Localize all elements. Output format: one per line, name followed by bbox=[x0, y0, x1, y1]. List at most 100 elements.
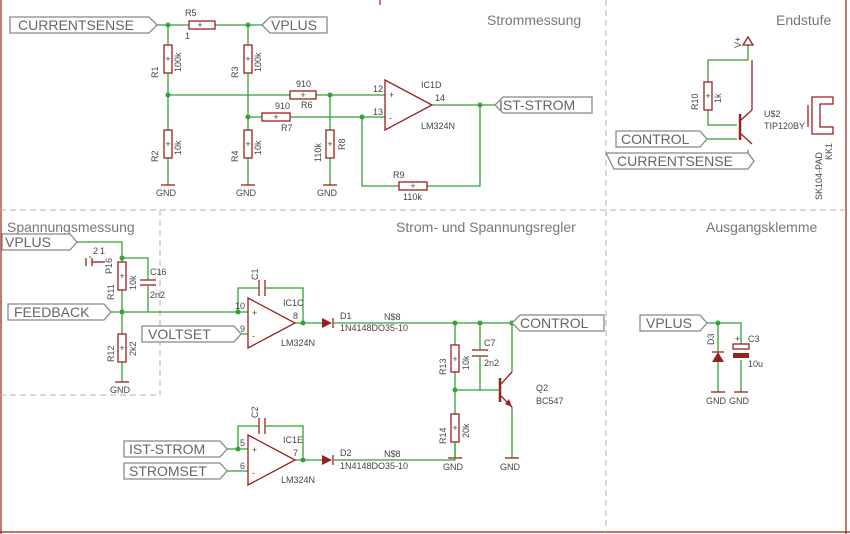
capacitor-c2: C2 bbox=[250, 406, 275, 434]
svg-text:R7: R7 bbox=[281, 123, 293, 133]
svg-text:+: + bbox=[273, 112, 278, 122]
svg-text:C2: C2 bbox=[250, 406, 260, 418]
svg-text:IST-STROM: IST-STROM bbox=[499, 97, 575, 113]
svg-text:1k: 1k bbox=[713, 93, 723, 103]
label-vplus-ak: VPLUS bbox=[639, 314, 708, 332]
svg-text:+: + bbox=[452, 354, 457, 364]
svg-text:R11: R11 bbox=[106, 284, 116, 300]
svg-text:P16: P16 bbox=[104, 258, 114, 274]
svg-text:R5: R5 bbox=[185, 8, 197, 18]
resistor-r13: + R13 10k bbox=[438, 344, 471, 375]
svg-text:GND: GND bbox=[706, 396, 727, 406]
svg-text:2k2: 2k2 bbox=[128, 341, 138, 356]
svg-text:+: + bbox=[327, 139, 332, 149]
gnd-r2: GND bbox=[156, 184, 177, 198]
svg-text:10k: 10k bbox=[128, 275, 138, 290]
svg-text:R8: R8 bbox=[337, 138, 347, 150]
svg-text:SK104-PAD: SK104-PAD bbox=[814, 152, 824, 200]
svg-text:GND: GND bbox=[443, 462, 464, 472]
resistor-r7: + 910 R7 bbox=[261, 101, 293, 133]
wires-endstufe bbox=[707, 45, 749, 160]
svg-text:D1: D1 bbox=[340, 311, 352, 321]
net-n8-top: N$8 bbox=[384, 312, 401, 322]
svg-text:IST-STROM: IST-STROM bbox=[129, 441, 205, 457]
svg-text:V+: V+ bbox=[733, 37, 743, 48]
svg-text:+: + bbox=[735, 334, 740, 344]
svg-text:GND: GND bbox=[156, 188, 177, 198]
label-ist-strom: IST-STROM bbox=[494, 96, 593, 114]
capacitor-c16: C16 2n2 bbox=[140, 264, 167, 300]
svg-text:C7: C7 bbox=[484, 338, 496, 348]
capacitor-c1: C1 bbox=[250, 268, 275, 296]
svg-text:VOLTSET: VOLTSET bbox=[148, 326, 211, 342]
svg-text:-: - bbox=[252, 468, 255, 478]
svg-text:+: + bbox=[252, 445, 257, 455]
gnd-r8: GND bbox=[317, 184, 338, 198]
svg-text:R3: R3 bbox=[230, 66, 240, 78]
resistor-r6: + 910 R6 bbox=[289, 79, 317, 110]
opamp-ic1e: + - 5 6 7 IC1E LM324N bbox=[240, 433, 315, 487]
svg-text:2n2: 2n2 bbox=[484, 358, 499, 368]
svg-text:2n2: 2n2 bbox=[150, 290, 165, 300]
resistor-r2: + R2 10k bbox=[150, 129, 183, 162]
label-currentsense: CURRENTSENSE bbox=[9, 16, 158, 34]
svg-text:1: 1 bbox=[185, 31, 190, 41]
capacitor-c7: C7 2n2 bbox=[472, 338, 499, 368]
svg-text:20k: 20k bbox=[461, 423, 471, 438]
svg-text:8: 8 bbox=[293, 311, 298, 321]
gnd-r4: GND bbox=[236, 184, 257, 198]
diode-d3: D3 bbox=[706, 333, 724, 367]
svg-text:100k: 100k bbox=[253, 52, 263, 72]
svg-text:VPLUS: VPLUS bbox=[5, 234, 51, 250]
svg-text:IC1C: IC1C bbox=[283, 298, 304, 308]
svg-text:BC547: BC547 bbox=[536, 396, 564, 406]
svg-text:C1: C1 bbox=[250, 268, 260, 280]
title-endstufe: Endstufe bbox=[776, 12, 831, 28]
svg-text:12: 12 bbox=[373, 84, 383, 94]
cap-p16-small: 2 1 bbox=[85, 246, 105, 266]
svg-text:FEEDBACK: FEEDBACK bbox=[14, 304, 90, 320]
opamp-ic1c: + - 10 9 8 IC1C LM324N bbox=[235, 296, 315, 350]
svg-text:GND: GND bbox=[317, 188, 338, 198]
svg-text:CURRENTSENSE: CURRENTSENSE bbox=[617, 153, 733, 169]
label-ist-strom-input: IST-STROM bbox=[123, 440, 228, 458]
resistor-r12: + R12 2k2 bbox=[106, 333, 138, 363]
svg-text:D3: D3 bbox=[706, 333, 716, 345]
supply-vplus: V+ bbox=[733, 35, 755, 48]
svg-text:6: 6 bbox=[240, 461, 245, 471]
potentiometer-r11: + R11 P16 10k bbox=[104, 258, 138, 300]
svg-text:R6: R6 bbox=[301, 100, 313, 110]
svg-text:VPLUS: VPLUS bbox=[271, 17, 317, 33]
svg-text:IC1D: IC1D bbox=[421, 80, 442, 90]
title-regler: Strom- und Spannungsregler bbox=[396, 219, 576, 235]
resistor-r5: + R5 1 bbox=[185, 8, 216, 41]
svg-text:10k: 10k bbox=[253, 140, 263, 155]
svg-text:+: + bbox=[705, 91, 710, 101]
svg-text:+: + bbox=[165, 139, 170, 149]
svg-text:1N4148DO35-10: 1N4148DO35-10 bbox=[340, 461, 408, 471]
label-voltset: VOLTSET bbox=[141, 325, 242, 343]
svg-text:LM324N: LM324N bbox=[281, 475, 315, 485]
svg-text:R12: R12 bbox=[106, 345, 116, 362]
label-stromset: STROMSET bbox=[123, 462, 228, 480]
svg-text:-: - bbox=[389, 113, 392, 123]
svg-text:+: + bbox=[389, 90, 394, 100]
svg-text:+: + bbox=[197, 20, 202, 30]
svg-text:100k: 100k bbox=[173, 52, 183, 72]
resistor-r10: + R10 1k bbox=[690, 81, 723, 111]
svg-text:LM324N: LM324N bbox=[421, 121, 455, 131]
svg-text:STROMSET: STROMSET bbox=[129, 463, 207, 479]
svg-text:CONTROL: CONTROL bbox=[621, 131, 690, 147]
resistor-r4: + R4 10k bbox=[230, 129, 263, 162]
svg-text:13: 13 bbox=[373, 107, 383, 117]
title-strommessung: Strommessung bbox=[487, 12, 581, 28]
gnd-r12: GND bbox=[110, 381, 131, 395]
svg-text:+: + bbox=[452, 423, 457, 433]
gnd-c3: GND bbox=[729, 391, 750, 406]
svg-text:910: 910 bbox=[296, 79, 311, 89]
diode-d1: D1 1N4148DO35-10 bbox=[322, 311, 408, 333]
svg-text:+: + bbox=[245, 54, 250, 64]
label-control: CONTROL bbox=[615, 130, 708, 148]
svg-text:GND: GND bbox=[729, 396, 750, 406]
